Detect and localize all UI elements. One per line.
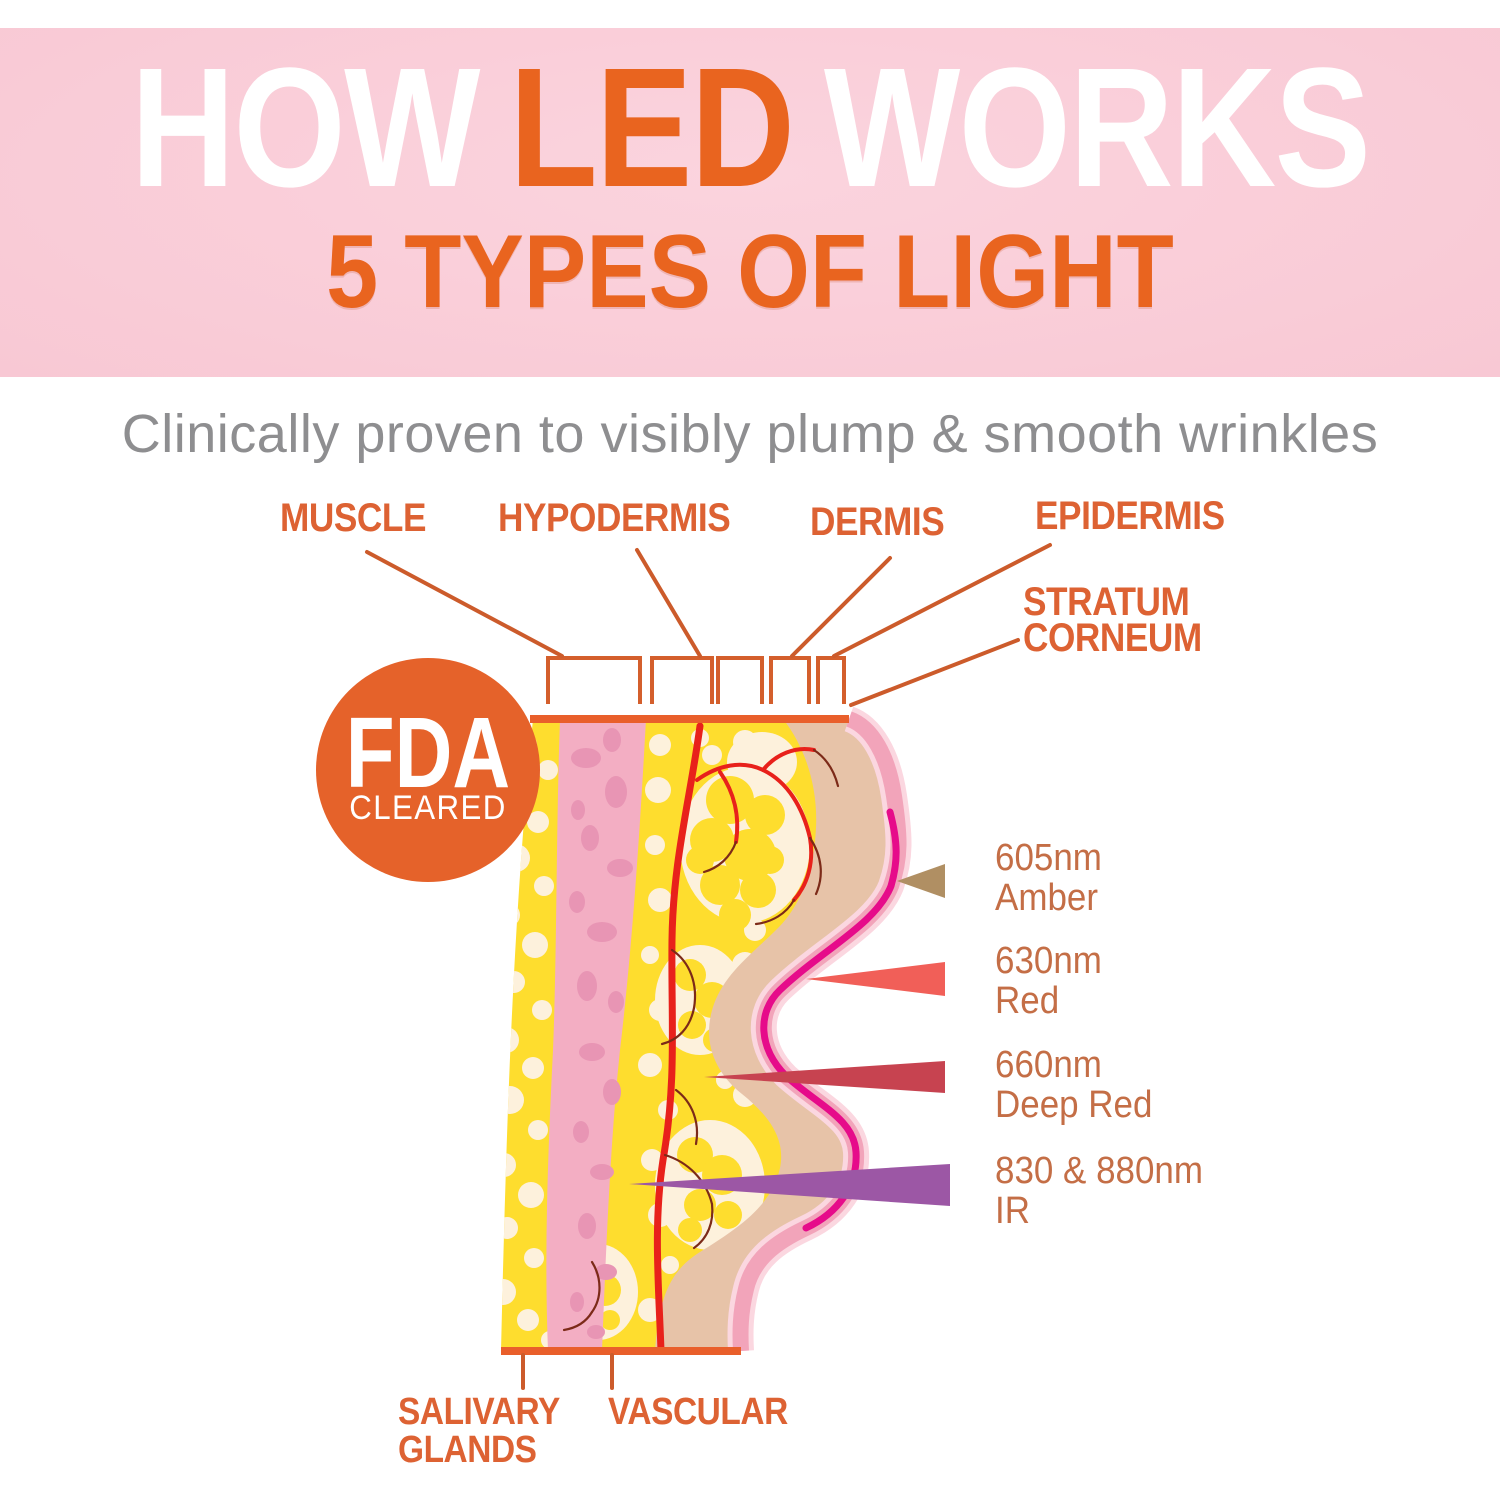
stratum-corneum-line bbox=[760, 808, 900, 1232]
amber-light-arrow-icon bbox=[897, 864, 945, 898]
page-subtitle: 5 TYPES OF LIGHT bbox=[326, 214, 1174, 330]
vessel-trunk bbox=[653, 722, 704, 1351]
wavelength-amber-value: 605nm bbox=[995, 837, 1102, 879]
label-stratum: STRATUM bbox=[1023, 580, 1190, 624]
fda-badge-title: FDA bbox=[345, 697, 511, 809]
label-corneum: CORNEUM bbox=[1023, 616, 1202, 660]
fda-badge-subtitle: CLEARED bbox=[349, 789, 507, 827]
title-word-works: WORKS bbox=[823, 33, 1371, 223]
muscle-fiber-spots bbox=[569, 728, 633, 1339]
wavelength-red-name: Red bbox=[995, 980, 1060, 1022]
leader-epidermis bbox=[832, 543, 1052, 658]
wavelength-deep-red-value: 660nm bbox=[995, 1044, 1102, 1086]
red-light-arrow-icon bbox=[806, 962, 945, 996]
wavelength-deep-red-name: Deep Red bbox=[995, 1084, 1153, 1126]
leader-hypodermis bbox=[635, 548, 702, 658]
muscle-layer bbox=[546, 719, 646, 1351]
leader-lines bbox=[365, 543, 1052, 1390]
wavelength-amber-name: Amber bbox=[995, 877, 1098, 919]
leader-muscle bbox=[365, 550, 564, 658]
skin-cross-section bbox=[501, 719, 899, 1351]
bracket-dermis bbox=[716, 656, 764, 704]
ir-light-arrow-icon bbox=[629, 1164, 950, 1206]
bracket-epidermis bbox=[769, 656, 811, 704]
label-salivary-line1: SALIVARY bbox=[398, 1391, 560, 1433]
label-vascular: VASCULAR bbox=[608, 1391, 788, 1433]
leader-dermis bbox=[790, 556, 892, 658]
header-banner bbox=[0, 28, 1500, 377]
epidermis-layer bbox=[727, 706, 912, 1352]
bracket-muscle bbox=[546, 656, 642, 704]
bracket-stratum bbox=[816, 656, 846, 704]
wavelength-red-value: 630nm bbox=[995, 940, 1102, 982]
wavelength-ir-value: 830 & 880nm bbox=[995, 1150, 1203, 1192]
label-epidermis: EPIDERMIS bbox=[1035, 494, 1225, 538]
deep-red-light-arrow-icon bbox=[704, 1061, 945, 1093]
vascular-tree bbox=[562, 722, 840, 1351]
title-word-how: HOW bbox=[130, 33, 481, 223]
title-word-led: LED bbox=[509, 33, 795, 223]
label-hypodermis: HYPODERMIS bbox=[498, 496, 731, 540]
layer-brackets bbox=[546, 656, 846, 704]
tagline-text: Clinically proven to visibly plump & smo… bbox=[121, 404, 1379, 464]
label-muscle: MUSCLE bbox=[280, 496, 426, 540]
bracket-hypodermis bbox=[650, 656, 714, 704]
wavelength-ir-name: IR bbox=[995, 1190, 1030, 1232]
fda-badge-circle bbox=[316, 658, 540, 882]
label-dermis: DERMIS bbox=[810, 500, 945, 544]
label-salivary-line2: GLANDS bbox=[398, 1429, 537, 1471]
leader-stratum-corneum bbox=[849, 638, 1020, 707]
